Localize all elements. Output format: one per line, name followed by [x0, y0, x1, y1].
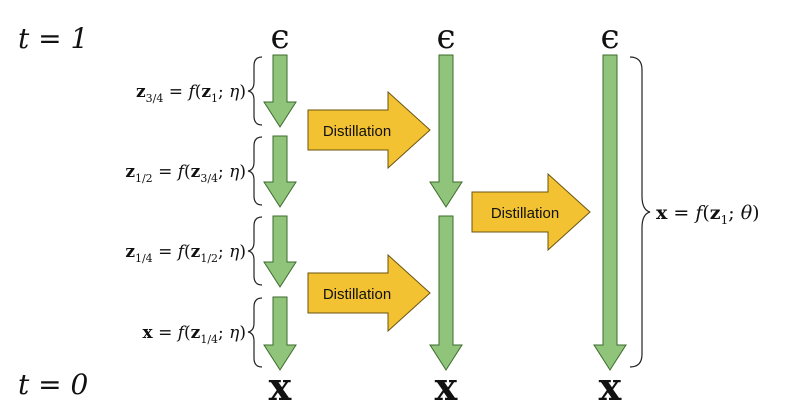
step-equation-1: z3/4 = f(z1; η)	[136, 82, 246, 105]
noise-symbol-col3: ϵ	[600, 17, 619, 57]
step-equation-4: x = f(z1/4; η)	[143, 323, 246, 346]
distilled-arrow-lower	[429, 215, 463, 371]
noise-symbol-col1: ϵ	[270, 17, 289, 57]
step-brace-2	[247, 136, 263, 206]
data-symbol-col1: x	[269, 364, 292, 407]
distillation-arrow-3	[471, 172, 591, 252]
step-arrow-2	[263, 135, 297, 208]
data-symbol-col3: x	[599, 364, 622, 407]
final-equation: x = f(z1; θ)	[656, 202, 760, 227]
noise-symbol-col2: ϵ	[436, 17, 455, 57]
time-label-top: t = 1	[18, 22, 88, 55]
time-label-bottom: t = 0	[18, 368, 88, 401]
final-brace	[629, 56, 651, 368]
step-equation-2: z1/2 = f(z3/4; η)	[125, 162, 246, 185]
step-brace-4	[247, 297, 263, 368]
step-arrow-3	[263, 215, 297, 288]
distillation-arrow-2	[307, 253, 431, 333]
distilled-arrow-upper	[429, 54, 463, 208]
data-symbol-col2: x	[435, 364, 458, 407]
step-brace-1	[247, 56, 263, 126]
distillation-label-3: Distillation	[491, 205, 559, 222]
step-arrow-1	[263, 54, 297, 128]
step-arrow-4	[263, 296, 297, 371]
distillation-arrow-1	[307, 90, 431, 170]
step-equation-3: z1/4 = f(z1/2; η)	[125, 242, 246, 265]
step-brace-3	[247, 216, 263, 286]
distillation-label-2: Distillation	[323, 286, 391, 303]
distillation-label-1: Distillation	[323, 123, 391, 140]
single-step-arrow	[593, 54, 627, 371]
